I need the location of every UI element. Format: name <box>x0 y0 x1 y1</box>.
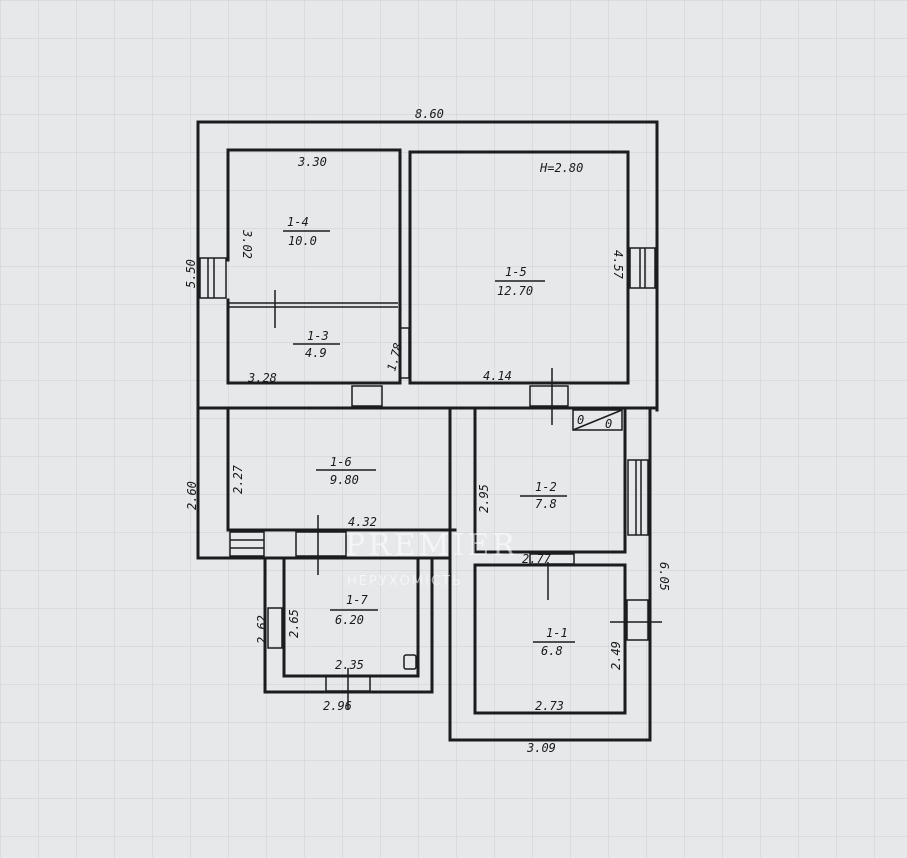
room-area: 4.9 <box>305 346 327 360</box>
dimension-label: 6.05 <box>657 562 671 591</box>
windows-and-doors <box>199 247 662 710</box>
dimension-label: 2.62 <box>255 615 269 644</box>
dimension-label: 3.30 <box>297 155 327 169</box>
dimension-label: 4.57 <box>611 250 625 280</box>
dimension-label: 2.95 <box>477 484 491 513</box>
room-area: 12.70 <box>497 284 533 298</box>
room-id: 1-2 <box>535 480 557 494</box>
dimension-label: 4.32 <box>348 515 377 529</box>
dimension-label: 2.49 <box>609 641 623 670</box>
overall-width: 8.60 <box>415 107 444 121</box>
dimension-label: 5.50 <box>184 259 198 288</box>
labels: 8.60 H=2.80 1-4 10.0 1-3 4.9 1-5 12.70 1… <box>184 107 671 755</box>
dimension-label: 2.27 <box>231 464 245 494</box>
boiler-icon <box>403 654 417 670</box>
room-id: 1-4 <box>287 215 309 229</box>
dimension-label: 2.77 <box>522 552 552 566</box>
room-area: 6.20 <box>335 613 364 627</box>
dimension-label: 2.60 <box>185 481 199 510</box>
room-id: 1-5 <box>505 265 527 279</box>
room-area: 7.8 <box>535 497 557 511</box>
stove-icon <box>572 409 623 431</box>
dimension-label: 2.35 <box>335 658 364 672</box>
room-id: 1-6 <box>330 455 352 469</box>
room-id: 1-3 <box>307 329 329 343</box>
watermark-brand: PREMIER <box>345 528 518 563</box>
room-area: 10.0 <box>288 234 317 248</box>
dimension-label: 3.09 <box>526 741 556 755</box>
dimension-label: 2.73 <box>535 699 564 713</box>
stove-mark: 0 <box>605 417 612 431</box>
dimension-label: 1.78 <box>384 341 405 373</box>
dimension-label: 2.65 <box>287 609 301 638</box>
room-id: 1-1 <box>546 626 568 640</box>
dimension-label: 2.96 <box>323 699 352 713</box>
watermark-subtitle: НЕРУХОМІСТЬ <box>347 574 463 589</box>
dimension-label: 3.02 <box>240 229 254 259</box>
watermark: PREMIER НЕРУХОМІСТЬ <box>345 528 518 589</box>
stove-mark: 0 <box>577 413 584 427</box>
dimension-label: 3.28 <box>247 371 277 385</box>
room-area: 9.80 <box>330 473 359 487</box>
ceiling-height: H=2.80 <box>539 161 583 175</box>
dimension-label: 4.14 <box>483 369 512 383</box>
room-area: 6.8 <box>541 644 563 658</box>
room-id: 1-7 <box>346 593 368 607</box>
walls <box>196 120 659 742</box>
